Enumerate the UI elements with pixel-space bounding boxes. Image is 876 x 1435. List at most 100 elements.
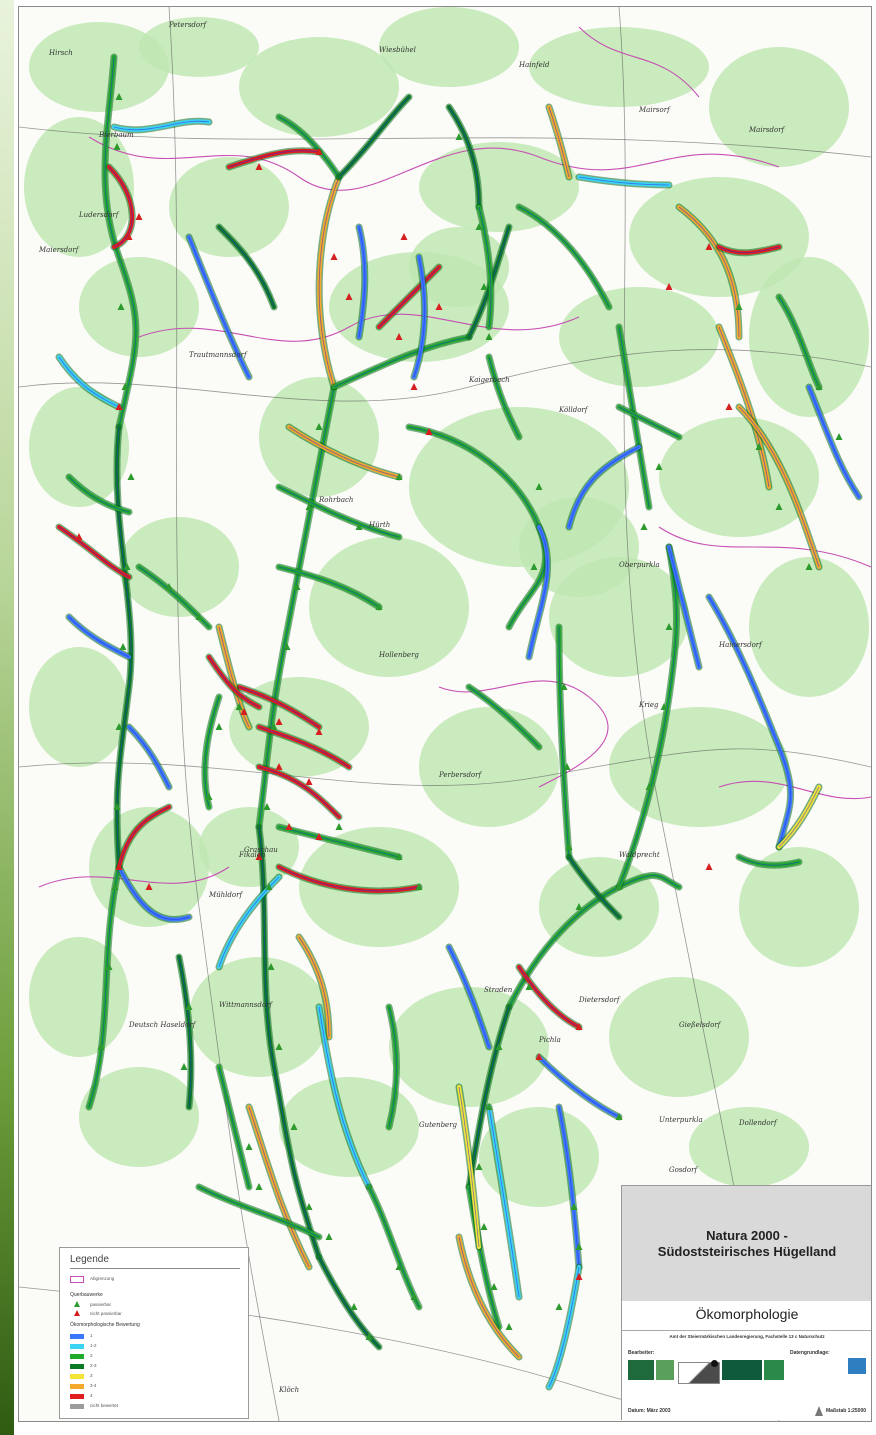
- forest-patch: [709, 47, 849, 167]
- passable-marker: [575, 903, 583, 910]
- not-passable-triangle-icon: [74, 1310, 80, 1316]
- passable-marker: [455, 133, 463, 140]
- class-label: 3: [90, 1373, 93, 1378]
- passable-marker: [655, 463, 663, 470]
- stream-centerline: [218, 626, 250, 728]
- stream-centerline: [738, 406, 820, 568]
- stream-centerline: [333, 336, 470, 388]
- not-passable-marker: [345, 293, 353, 300]
- stream-centerline: [778, 786, 820, 848]
- stream-centerline: [68, 476, 130, 513]
- structures-heading: Querbauwerke: [70, 1292, 103, 1298]
- passable-marker: [355, 523, 363, 530]
- forest-patch: [29, 647, 129, 767]
- forest-patch: [299, 827, 459, 947]
- stream-centerline: [104, 56, 137, 428]
- stream-centerline: [278, 486, 400, 538]
- passable-marker: [475, 223, 483, 230]
- stream-centerline: [208, 656, 260, 708]
- forest-patch: [189, 957, 329, 1077]
- forest-patch: [279, 1077, 419, 1177]
- passable-marker: [97, 1043, 105, 1050]
- passable-marker: [119, 643, 127, 650]
- place-label: Ludersdorf: [78, 211, 120, 219]
- forest-patch: [169, 157, 289, 257]
- structure-markers: [75, 93, 843, 1340]
- boundary-swatch: [70, 1276, 84, 1283]
- passable-marker: [117, 303, 125, 310]
- not-passable-marker: [135, 213, 143, 220]
- stream-centerline: [188, 236, 250, 378]
- forest-patch: [419, 142, 579, 232]
- datengrundlage-label: Datengrundlage:: [790, 1350, 830, 1356]
- class-label: 1-2: [90, 1343, 97, 1348]
- title-block: Natura 2000 - Südoststeirisches Hügellan…: [621, 1185, 871, 1420]
- bearbeiter-label: Bearbeiter:: [628, 1350, 655, 1356]
- passable-marker: [640, 523, 648, 530]
- passable-marker: [115, 723, 123, 730]
- forest-patch: [749, 557, 869, 697]
- not-passable-marker: [305, 778, 313, 785]
- class-swatch: [70, 1374, 84, 1379]
- place-label: Krieg: [638, 701, 659, 709]
- map-title: Natura 2000 - Südoststeirisches Hügellan…: [622, 1228, 871, 1260]
- not-passable-marker: [725, 403, 733, 410]
- stream-centerline: [388, 1006, 397, 1128]
- road-line: [19, 748, 871, 786]
- not-passable-marker: [575, 1273, 583, 1280]
- passable-marker: [415, 883, 423, 890]
- passable-marker: [490, 1283, 498, 1290]
- logo-triangle-icon: [678, 1362, 720, 1384]
- place-label: Unterpurkla: [659, 1116, 703, 1124]
- class-label: 2: [90, 1353, 93, 1358]
- place-label: Gosdorf: [669, 1166, 698, 1174]
- place-label: Petersdorf: [168, 21, 207, 29]
- stream-centerline: [458, 1236, 520, 1358]
- stream-centerline: [258, 766, 340, 818]
- place-label: Maiersdorf: [38, 246, 80, 254]
- stream-centerline: [88, 866, 120, 1108]
- not-passable-marker: [665, 283, 673, 290]
- not-passable-marker: [115, 863, 123, 870]
- place-label: Straden: [484, 986, 513, 994]
- passable-marker: [123, 563, 131, 570]
- boundary-line: [88, 136, 780, 191]
- place-label: Rohrbach: [318, 496, 353, 504]
- passable-label: passierbar: [90, 1302, 112, 1307]
- map-subtitle: Ökomorphologie: [695, 1306, 799, 1322]
- passable-marker: [195, 613, 203, 620]
- forest-patch: [199, 807, 299, 887]
- passable-marker: [180, 1063, 188, 1070]
- forest-patch: [689, 1107, 809, 1187]
- class-swatch: [70, 1384, 84, 1389]
- passable-marker: [395, 1263, 403, 1270]
- road-line: [168, 7, 280, 1421]
- stream-centerline: [778, 296, 820, 388]
- passable-marker: [805, 563, 813, 570]
- boundary-line: [38, 866, 230, 888]
- passable-marker: [111, 883, 119, 890]
- passable-marker: [365, 1333, 373, 1340]
- map-canvas[interactable]: PetersdorfHirschLudersdorfMaiersdorfWies…: [19, 7, 871, 1421]
- stream-centerline: [538, 1056, 620, 1118]
- boundary-layer: [38, 26, 871, 888]
- not-passable-marker: [275, 763, 283, 770]
- passable-marker: [560, 683, 568, 690]
- passable-marker: [113, 803, 121, 810]
- class-swatch: [70, 1354, 84, 1359]
- authority-text: Amt der Steiermärkischen Landesregierung…: [669, 1334, 825, 1339]
- title-line-1: Natura 2000 -: [706, 1228, 788, 1243]
- passable-marker: [267, 963, 275, 970]
- passable-marker: [185, 1003, 193, 1010]
- scale-text: Maßstab 1:25000: [826, 1408, 867, 1414]
- passable-marker: [115, 93, 123, 100]
- place-label: Graschau: [244, 846, 278, 854]
- forest-patch: [419, 707, 559, 827]
- passable-marker: [315, 423, 323, 430]
- place-label: Waldprecht: [619, 851, 660, 859]
- road-line: [19, 349, 871, 402]
- passable-marker: [475, 1163, 483, 1170]
- stream-centerline: [738, 856, 800, 866]
- place-label: Bierbaum: [98, 131, 134, 139]
- forest-patch: [739, 847, 859, 967]
